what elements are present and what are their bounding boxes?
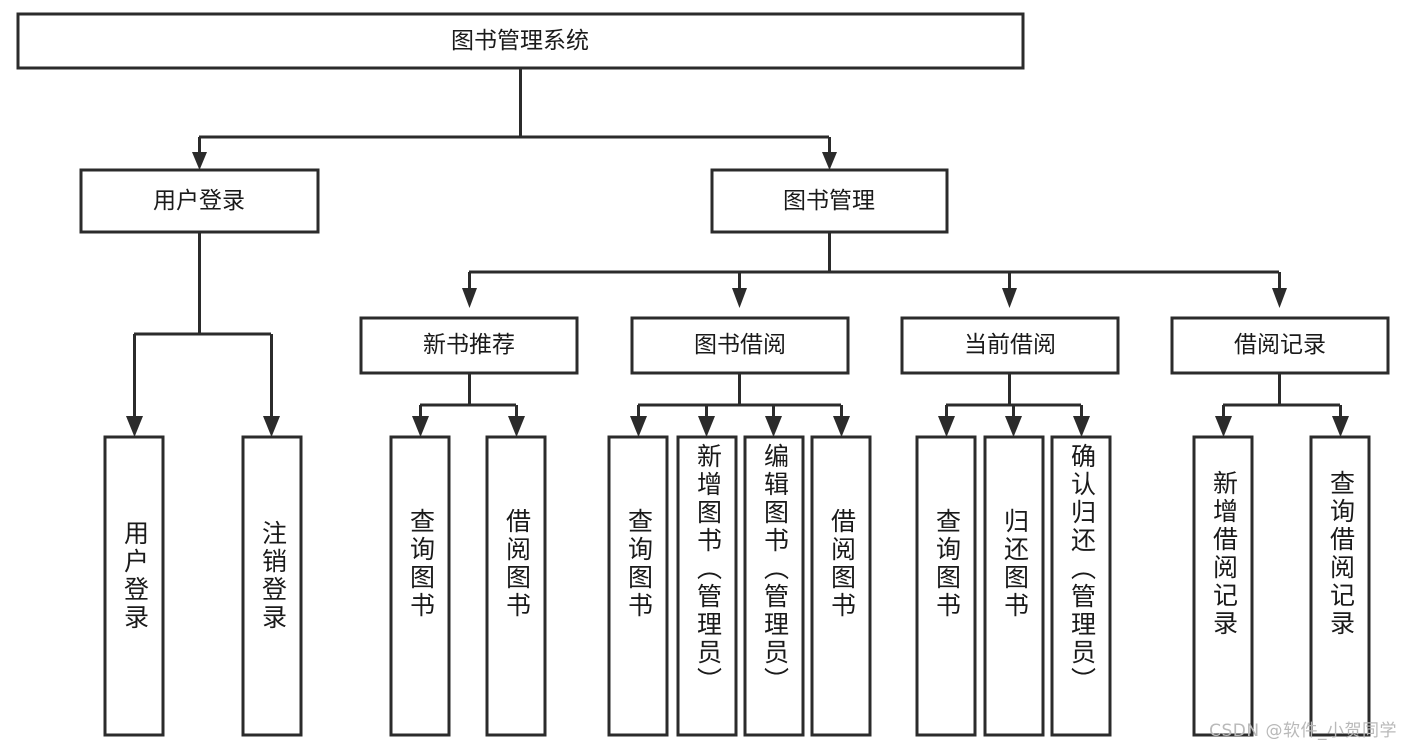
arrowhead-leaf-query-book-3 xyxy=(938,416,955,437)
arrowhead-leaf-query-borrow-record xyxy=(1332,416,1349,437)
arrowhead-leaf-query-book-2 xyxy=(630,416,647,437)
node-leaf-return-book-box[interactable] xyxy=(983,435,1045,737)
node-leaf-user-login-box[interactable] xyxy=(103,435,165,737)
node-leaf-query-book-3-box[interactable] xyxy=(915,435,977,737)
node-book-management-label: 图书管理 xyxy=(783,187,875,213)
connector-group-user-login xyxy=(126,232,280,437)
node-book-borrow-label: 图书借阅 xyxy=(694,331,786,357)
node-leaf-edit-book-admin-box[interactable] xyxy=(743,435,805,737)
node-current-borrow[interactable]: 当前借阅 xyxy=(900,316,1120,375)
node-new-book-recommend[interactable]: 新书推荐 xyxy=(359,316,579,375)
arrowhead-leaf-add-book-admin xyxy=(698,416,715,437)
node-book-management-box[interactable] xyxy=(710,168,949,234)
arrowhead-leaf-borrow-book-1 xyxy=(508,416,525,437)
arrowhead-leaf-borrow-book-2 xyxy=(833,416,850,437)
node-user-login-box[interactable] xyxy=(79,168,320,234)
node-root[interactable]: 图书管理系统 xyxy=(16,12,1025,70)
node-leaf-borrow-book-2-box[interactable] xyxy=(810,435,872,737)
node-leaf-query-borrow-record-box[interactable] xyxy=(1309,435,1371,737)
node-borrow-record[interactable]: 借阅记录 xyxy=(1170,316,1390,375)
node-borrow-record-box[interactable] xyxy=(1170,316,1390,375)
node-leaf-logout-login-box[interactable] xyxy=(241,435,303,737)
node-current-borrow-label: 当前借阅 xyxy=(964,331,1056,357)
connector-group-book-borrow xyxy=(630,373,850,437)
node-leaf-add-book-admin-box[interactable] xyxy=(676,435,738,737)
arrowhead-leaf-logout-login xyxy=(263,416,280,437)
node-leaf-borrow-book-1-box[interactable] xyxy=(485,435,547,737)
arrowhead-user-login xyxy=(192,152,207,170)
connector-group-root xyxy=(192,68,837,170)
arrowhead-leaf-query-book-1 xyxy=(412,416,429,437)
node-book-borrow-box[interactable] xyxy=(630,316,850,375)
connector-group-new-book-recommend xyxy=(412,373,525,437)
connector-group-book-management xyxy=(462,232,1287,308)
node-new-book-recommend-label: 新书推荐 xyxy=(423,331,515,357)
node-root-box[interactable] xyxy=(16,12,1025,70)
arrowhead-leaf-confirm-return-admin xyxy=(1073,416,1090,437)
node-user-login[interactable]: 用户登录 xyxy=(79,168,320,234)
arrowhead-new-book-recommend xyxy=(462,288,477,308)
node-user-login-label: 用户登录 xyxy=(153,187,245,213)
node-leaf-add-borrow-record-box[interactable] xyxy=(1192,435,1254,737)
node-new-book-recommend-box[interactable] xyxy=(359,316,579,375)
node-leaf-confirm-return-admin-box[interactable] xyxy=(1050,435,1112,737)
node-borrow-record-label: 借阅记录 xyxy=(1234,331,1326,357)
arrowhead-leaf-return-book xyxy=(1005,416,1022,437)
connector-group-borrow-record xyxy=(1215,373,1349,437)
arrowhead-book-management xyxy=(822,152,837,170)
arrowhead-leaf-user-login xyxy=(126,416,143,437)
node-leaf-query-book-1-box[interactable] xyxy=(389,435,451,737)
arrowhead-leaf-edit-book-admin xyxy=(765,416,782,437)
node-book-management[interactable]: 图书管理 xyxy=(710,168,949,234)
csdn-watermark: CSDN @软件_小贺同学 xyxy=(1209,721,1397,741)
connector-group-current-borrow xyxy=(938,373,1090,437)
arrowhead-book-borrow xyxy=(732,288,747,308)
node-current-borrow-box[interactable] xyxy=(900,316,1120,375)
arrowhead-current-borrow xyxy=(1002,288,1017,308)
node-root-label: 图书管理系统 xyxy=(451,27,589,53)
node-leaf-query-book-2-box[interactable] xyxy=(607,435,669,737)
node-book-borrow[interactable]: 图书借阅 xyxy=(630,316,850,375)
arrowhead-borrow-record xyxy=(1272,288,1287,308)
arrowhead-leaf-add-borrow-record xyxy=(1215,416,1232,437)
